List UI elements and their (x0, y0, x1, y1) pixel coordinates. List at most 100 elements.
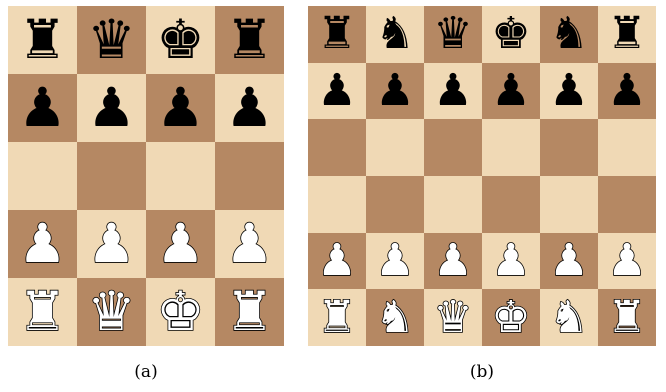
black-king-icon[interactable]: ♚ (156, 13, 204, 67)
square-e1[interactable]: ♞ (540, 289, 598, 346)
caption-b: (b) (470, 362, 494, 382)
black-queen-icon[interactable]: ♛ (433, 12, 472, 56)
white-pawn-icon[interactable]: ♟ (433, 239, 472, 283)
black-knight-icon[interactable]: ♞ (375, 12, 414, 56)
square-a3[interactable] (8, 142, 77, 210)
white-pawn-icon[interactable]: ♟ (225, 217, 273, 271)
square-d4[interactable]: ♟ (215, 74, 284, 142)
square-e5[interactable]: ♟ (540, 63, 598, 120)
square-d1[interactable]: ♜ (215, 278, 284, 346)
white-rook-icon[interactable]: ♜ (225, 285, 273, 339)
square-b5[interactable]: ♟ (366, 63, 424, 120)
white-rook-icon[interactable]: ♜ (607, 296, 646, 340)
black-pawn-icon[interactable]: ♟ (87, 81, 135, 135)
square-b4[interactable] (366, 119, 424, 176)
square-c4[interactable]: ♟ (146, 74, 215, 142)
square-a5[interactable]: ♟ (308, 63, 366, 120)
square-a6[interactable]: ♜ (308, 6, 366, 63)
square-d1[interactable]: ♚ (482, 289, 540, 346)
square-c5[interactable]: ♟ (424, 63, 482, 120)
black-queen-icon[interactable]: ♛ (87, 13, 135, 67)
black-pawn-icon[interactable]: ♟ (491, 69, 530, 113)
square-d2[interactable]: ♟ (215, 210, 284, 278)
square-c1[interactable]: ♚ (146, 278, 215, 346)
square-a4[interactable]: ♟ (8, 74, 77, 142)
square-d6[interactable]: ♚ (482, 6, 540, 63)
square-e6[interactable]: ♞ (540, 6, 598, 63)
square-b3[interactable] (77, 142, 146, 210)
black-pawn-icon[interactable]: ♟ (156, 81, 204, 135)
white-pawn-icon[interactable]: ♟ (156, 217, 204, 271)
square-a4[interactable] (308, 119, 366, 176)
white-pawn-icon[interactable]: ♟ (317, 239, 356, 283)
square-f5[interactable]: ♟ (598, 63, 656, 120)
square-d5[interactable]: ♟ (482, 63, 540, 120)
square-c1[interactable]: ♛ (424, 289, 482, 346)
black-rook-icon[interactable]: ♜ (18, 13, 66, 67)
square-d3[interactable] (215, 142, 284, 210)
square-d3[interactable] (482, 176, 540, 233)
square-f2[interactable]: ♟ (598, 233, 656, 290)
black-pawn-icon[interactable]: ♟ (433, 69, 472, 113)
square-e4[interactable] (540, 119, 598, 176)
black-pawn-icon[interactable]: ♟ (375, 69, 414, 113)
square-a5[interactable]: ♜ (8, 6, 77, 74)
white-queen-icon[interactable]: ♛ (433, 296, 472, 340)
square-c5[interactable]: ♚ (146, 6, 215, 74)
square-b3[interactable] (366, 176, 424, 233)
square-c2[interactable]: ♟ (424, 233, 482, 290)
square-b1[interactable]: ♛ (77, 278, 146, 346)
black-pawn-icon[interactable]: ♟ (607, 69, 646, 113)
black-pawn-icon[interactable]: ♟ (549, 69, 588, 113)
black-knight-icon[interactable]: ♞ (549, 12, 588, 56)
square-b5[interactable]: ♛ (77, 6, 146, 74)
square-b1[interactable]: ♞ (366, 289, 424, 346)
square-f6[interactable]: ♜ (598, 6, 656, 63)
white-knight-icon[interactable]: ♞ (549, 296, 588, 340)
black-rook-icon[interactable]: ♜ (317, 12, 356, 56)
white-queen-icon[interactable]: ♛ (87, 285, 135, 339)
square-d5[interactable]: ♜ (215, 6, 284, 74)
square-a3[interactable] (308, 176, 366, 233)
square-c2[interactable]: ♟ (146, 210, 215, 278)
white-pawn-icon[interactable]: ♟ (87, 217, 135, 271)
square-c3[interactable] (424, 176, 482, 233)
square-b2[interactable]: ♟ (77, 210, 146, 278)
square-e3[interactable] (540, 176, 598, 233)
square-a2[interactable]: ♟ (8, 210, 77, 278)
black-rook-icon[interactable]: ♜ (225, 13, 273, 67)
white-rook-icon[interactable]: ♜ (18, 285, 66, 339)
black-pawn-icon[interactable]: ♟ (225, 81, 273, 135)
black-pawn-icon[interactable]: ♟ (18, 81, 66, 135)
white-pawn-icon[interactable]: ♟ (18, 217, 66, 271)
white-pawn-icon[interactable]: ♟ (549, 239, 588, 283)
black-pawn-icon[interactable]: ♟ (317, 69, 356, 113)
white-king-icon[interactable]: ♚ (156, 285, 204, 339)
square-d2[interactable]: ♟ (482, 233, 540, 290)
square-b2[interactable]: ♟ (366, 233, 424, 290)
square-c4[interactable] (424, 119, 482, 176)
square-b4[interactable]: ♟ (77, 74, 146, 142)
square-e2[interactable]: ♟ (540, 233, 598, 290)
chessboard-a: ♜ ♛ ♚ ♜ ♟ ♟ ♟ ♟ ♟ ♟ ♟ ♟ ♜ ♛ ♚ ♜ (8, 6, 284, 346)
square-f4[interactable] (598, 119, 656, 176)
white-knight-icon[interactable]: ♞ (375, 296, 414, 340)
white-rook-icon[interactable]: ♜ (317, 296, 356, 340)
square-a1[interactable]: ♜ (308, 289, 366, 346)
square-d4[interactable] (482, 119, 540, 176)
square-c6[interactable]: ♛ (424, 6, 482, 63)
white-king-icon[interactable]: ♚ (491, 296, 530, 340)
caption-a: (a) (134, 362, 157, 382)
square-b6[interactable]: ♞ (366, 6, 424, 63)
white-pawn-icon[interactable]: ♟ (491, 239, 530, 283)
white-pawn-icon[interactable]: ♟ (607, 239, 646, 283)
black-rook-icon[interactable]: ♜ (607, 12, 646, 56)
square-a1[interactable]: ♜ (8, 278, 77, 346)
square-a2[interactable]: ♟ (308, 233, 366, 290)
white-pawn-icon[interactable]: ♟ (375, 239, 414, 283)
square-f3[interactable] (598, 176, 656, 233)
square-c3[interactable] (146, 142, 215, 210)
black-king-icon[interactable]: ♚ (491, 12, 530, 56)
square-f1[interactable]: ♜ (598, 289, 656, 346)
chessboard-b: ♜ ♞ ♛ ♚ ♞ ♜ ♟ ♟ ♟ ♟ ♟ ♟ ♟ ♟ ♟ ♟ ♟ ♟ ♜ ♞ ♛ ♚ ♞ ♜ (308, 6, 656, 346)
